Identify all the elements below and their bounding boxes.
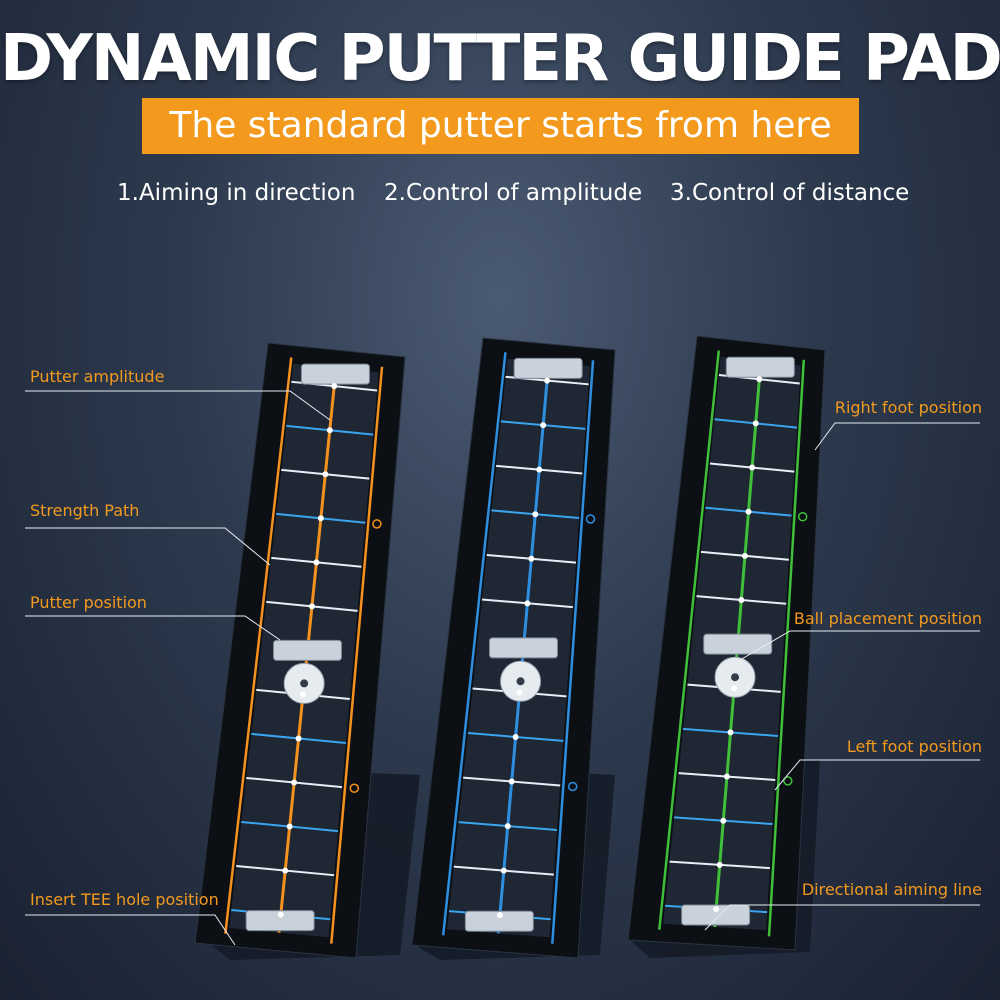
mat-side-rail xyxy=(551,360,595,944)
subtitle-banner: The standard putter starts from here xyxy=(142,98,859,154)
leader-putter-position xyxy=(25,615,281,641)
feature-aiming: 1.Aiming in direction xyxy=(117,180,356,206)
rung-center-dot xyxy=(723,773,730,780)
rung-center-dot xyxy=(540,422,547,429)
mat-side-rail xyxy=(330,366,384,944)
putter-head xyxy=(464,910,534,932)
rung-center-dot xyxy=(504,823,511,830)
mat-side-rail xyxy=(658,350,721,930)
putter-head xyxy=(272,639,342,661)
rung-center-dot xyxy=(295,735,302,742)
foot-position-marker xyxy=(783,776,793,786)
rung-center-dot xyxy=(317,515,324,522)
putter-head xyxy=(513,357,583,379)
rung-center-dot xyxy=(512,733,519,740)
rung-center-dot xyxy=(313,559,320,566)
rung-center-dot xyxy=(528,555,535,562)
rung-center-dot xyxy=(300,691,307,698)
leader-aiming-line xyxy=(704,904,980,931)
putter-head xyxy=(245,910,315,932)
leader-ball-placement xyxy=(739,630,980,661)
rung-center-dot xyxy=(713,905,720,912)
putter-head xyxy=(488,637,558,659)
callout-putter-position: Putter position xyxy=(30,593,147,612)
rung-center-dot xyxy=(738,596,745,603)
rung-center-dot xyxy=(752,420,759,427)
rung-center-dot xyxy=(500,867,507,874)
rung-center-dot xyxy=(308,603,315,610)
rung-center-dot xyxy=(731,685,738,692)
rung-center-dot xyxy=(322,471,329,478)
rung-center-dot xyxy=(282,867,289,874)
putter-head xyxy=(681,904,751,926)
rung-center-dot xyxy=(720,817,727,824)
rung-center-dot xyxy=(532,511,539,518)
rung-center-dot xyxy=(331,383,338,390)
leader-right-foot xyxy=(814,422,980,451)
rung-center-dot xyxy=(745,508,752,515)
callout-tee-hole: Insert TEE hole position xyxy=(30,890,219,909)
foot-position-marker xyxy=(372,519,382,529)
rung-center-dot xyxy=(277,911,284,918)
rung-center-dot xyxy=(727,729,734,736)
rung-center-dot xyxy=(508,778,515,785)
foot-position-marker xyxy=(585,514,596,524)
leader-left-foot xyxy=(774,759,980,791)
mat-green xyxy=(627,335,826,951)
feature-distance: 3.Control of distance xyxy=(670,180,910,206)
callout-ball-placement: Ball placement position xyxy=(793,609,982,628)
page-title: DYNAMIC PUTTER GUIDE PAD xyxy=(0,22,1000,96)
rung-center-dot xyxy=(741,552,748,559)
putter-head xyxy=(703,633,773,655)
callout-right-foot: Right foot position xyxy=(834,398,982,417)
putter-head xyxy=(300,363,370,385)
rung-center-dot xyxy=(291,779,298,786)
mat-side-rail xyxy=(441,352,507,936)
rung-center-dot xyxy=(524,600,531,607)
rung-center-dot xyxy=(536,466,543,473)
mat-blue xyxy=(411,337,616,959)
ball-center xyxy=(731,673,740,682)
ball-center xyxy=(516,677,525,686)
putter-head xyxy=(725,356,795,378)
foot-position-marker xyxy=(349,783,360,793)
mat-orange xyxy=(194,342,406,959)
leader-strength-path xyxy=(25,527,271,566)
rung-center-dot xyxy=(756,376,763,383)
callout-aiming-line: Directional aiming line xyxy=(801,880,982,899)
leader-putter-amplitude xyxy=(25,390,331,421)
rung-center-dot xyxy=(544,377,551,384)
feature-amplitude: 2.Control of amplitude xyxy=(384,180,643,206)
leader-tee-hole xyxy=(25,914,236,946)
rung-center-dot xyxy=(496,912,503,919)
callout-lines xyxy=(25,390,980,946)
callout-putter-amplitude: Putter amplitude xyxy=(30,367,165,386)
foot-position-marker xyxy=(567,781,578,792)
rung-center-dot xyxy=(286,823,293,830)
callout-left-foot: Left foot position xyxy=(846,737,982,756)
mat-side-rail xyxy=(224,357,293,934)
mat-side-rail xyxy=(767,359,806,937)
rung-center-dot xyxy=(716,861,723,868)
callout-strength-path: Strength Path xyxy=(30,501,140,520)
rung-center-dot xyxy=(326,427,333,434)
ball-center xyxy=(300,679,309,688)
foot-position-marker xyxy=(797,511,808,522)
rung-center-dot xyxy=(516,689,523,696)
rung-center-dot xyxy=(749,464,756,471)
